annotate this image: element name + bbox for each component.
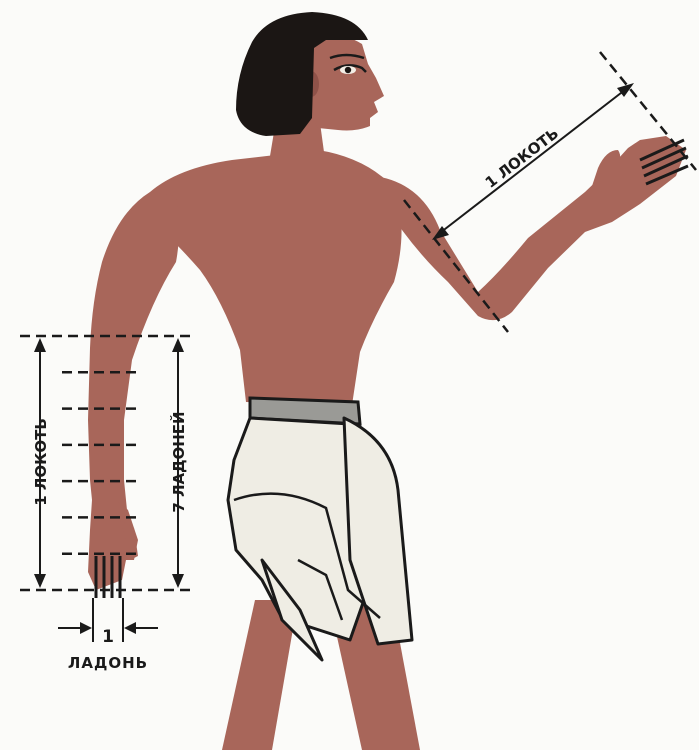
seven-palms-arrowhead-top: [172, 338, 184, 352]
seven-palms-label: 7 ЛАДОНЕЙ: [169, 411, 188, 512]
cubit-left-arrowhead-top: [34, 338, 46, 352]
palm-arrowhead-left: [80, 622, 92, 634]
palm-word-label: ЛАДОНЬ: [68, 654, 148, 672]
cubit-right-label: 1 ЛОКОТЬ: [482, 124, 562, 192]
seven-palms-arrowhead-bottom: [172, 574, 184, 588]
torso: [150, 150, 402, 405]
palm-arrowhead-right: [124, 622, 136, 634]
hanging-arm: [88, 192, 179, 548]
cubit-left-label: 1 ЛОКОТЬ: [32, 418, 50, 506]
palm-number-label: 1: [102, 627, 114, 647]
cubit-left-arrowhead-bottom: [34, 574, 46, 588]
